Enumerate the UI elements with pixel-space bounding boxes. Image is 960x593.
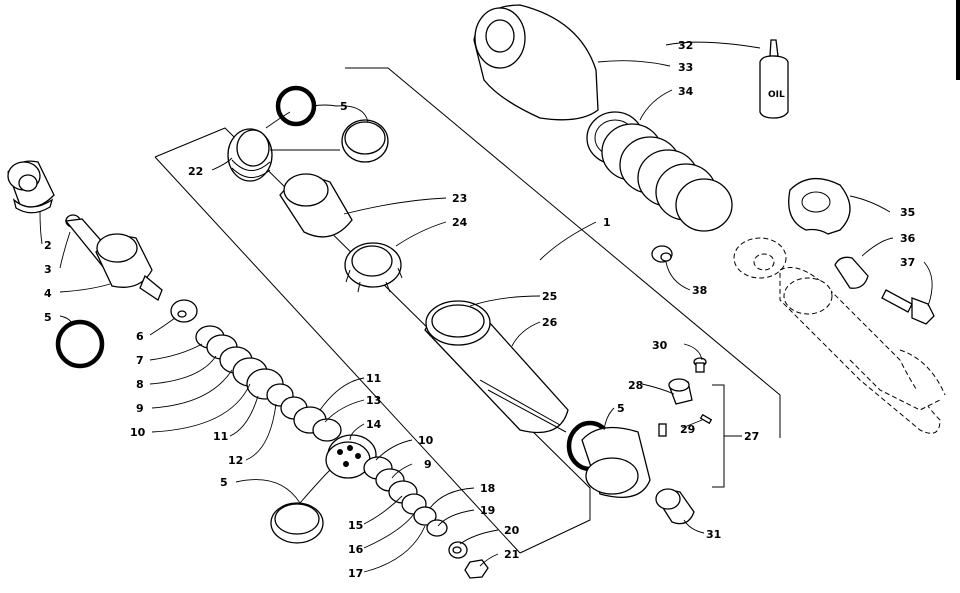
- callout-22: 22: [188, 165, 203, 178]
- assembly-bracket-lower: [154, 127, 591, 554]
- callout-15: 15: [348, 519, 363, 532]
- callout-1: 1: [603, 216, 611, 229]
- callout-31: 31: [706, 528, 721, 541]
- callout-6: 6: [136, 330, 144, 343]
- callout-19: 19: [480, 504, 495, 517]
- cover-part-33: [473, 4, 599, 121]
- callout-4: 4: [44, 287, 52, 300]
- reservoir-base: [581, 426, 651, 498]
- oil-label: OIL: [768, 90, 785, 100]
- callout-7: 7: [136, 354, 144, 367]
- callout-12: 12: [228, 454, 243, 467]
- bushing-part-2: [7, 160, 55, 214]
- spacer-part-38: [651, 245, 673, 263]
- callout-3: 3: [44, 263, 52, 276]
- assembly-bracket-left: [154, 156, 521, 554]
- callout-36: 36: [900, 232, 916, 245]
- callout-5c: 5: [340, 100, 348, 113]
- callout-34: 34: [678, 85, 694, 98]
- callout-32: 32: [678, 39, 693, 52]
- valve-assembly-bracket: [712, 384, 725, 488]
- callout-17: 17: [348, 567, 363, 580]
- eyelet-part-4: [95, 233, 163, 301]
- callout-8: 8: [136, 378, 144, 391]
- assembly-bracket-outline: [345, 67, 781, 438]
- callout-35: 35: [900, 206, 915, 219]
- callout-18: 18: [480, 482, 495, 495]
- callout-5a: 5: [44, 311, 52, 324]
- oil-bottle-part-32: OIL: [759, 39, 789, 119]
- callout-27: 27: [744, 430, 759, 443]
- spring-part-34: [586, 111, 733, 232]
- callout-11b: 11: [366, 372, 381, 385]
- band-part-5-lower: [270, 502, 324, 544]
- callout-20: 20: [504, 524, 520, 537]
- callout-16: 16: [348, 543, 364, 556]
- callout-labels: 2 3 4 5 6 7 8 9 10 11 12 11 13 14 10 9 5…: [44, 39, 916, 580]
- callout-5b: 5: [220, 476, 228, 489]
- callout-10b: 10: [418, 434, 434, 447]
- assembled-shock-ghost: [733, 237, 946, 434]
- callout-14: 14: [366, 418, 382, 431]
- callout-28: 28: [628, 379, 643, 392]
- callout-33: 33: [678, 61, 693, 74]
- callout-2: 2: [44, 239, 52, 252]
- callout-9a: 9: [136, 402, 144, 415]
- washer-part-6: [170, 299, 198, 323]
- callout-21: 21: [504, 548, 519, 561]
- shock-body-part-25: [424, 300, 569, 434]
- valve-parts-28-30: [658, 357, 713, 437]
- callout-26: 26: [542, 316, 558, 329]
- callout-30: 30: [652, 339, 668, 352]
- bolt-part-37: [881, 289, 935, 325]
- o-ring-part-5-top: [275, 85, 317, 127]
- callout-11a: 11: [213, 430, 228, 443]
- callout-13: 13: [366, 394, 381, 407]
- callout-29: 29: [680, 423, 695, 436]
- callout-10a: 10: [130, 426, 146, 439]
- seal-head-part-22: [227, 128, 273, 182]
- band-part-5-top: [341, 119, 389, 163]
- spring-seat-part-35: [788, 178, 851, 235]
- callout-23: 23: [452, 192, 467, 205]
- bearing-part-23: [279, 173, 353, 238]
- o-ring-part-5-left: [55, 319, 105, 369]
- shim-stack-parts-7-12: [195, 325, 342, 442]
- callout-37: 37: [900, 256, 915, 269]
- nut-part-24: [344, 242, 403, 293]
- callout-38: 38: [692, 284, 707, 297]
- callout-9b: 9: [424, 458, 432, 471]
- shim-stack-parts-15-21: [363, 456, 489, 579]
- spacer-part-36: [834, 256, 869, 289]
- callout-24: 24: [452, 216, 468, 229]
- callout-25: 25: [542, 290, 557, 303]
- page-edge-marker: [956, 0, 960, 80]
- callout-5d: 5: [617, 402, 625, 415]
- leader-lines: [39, 41, 933, 573]
- cap-part-31: [655, 488, 695, 525]
